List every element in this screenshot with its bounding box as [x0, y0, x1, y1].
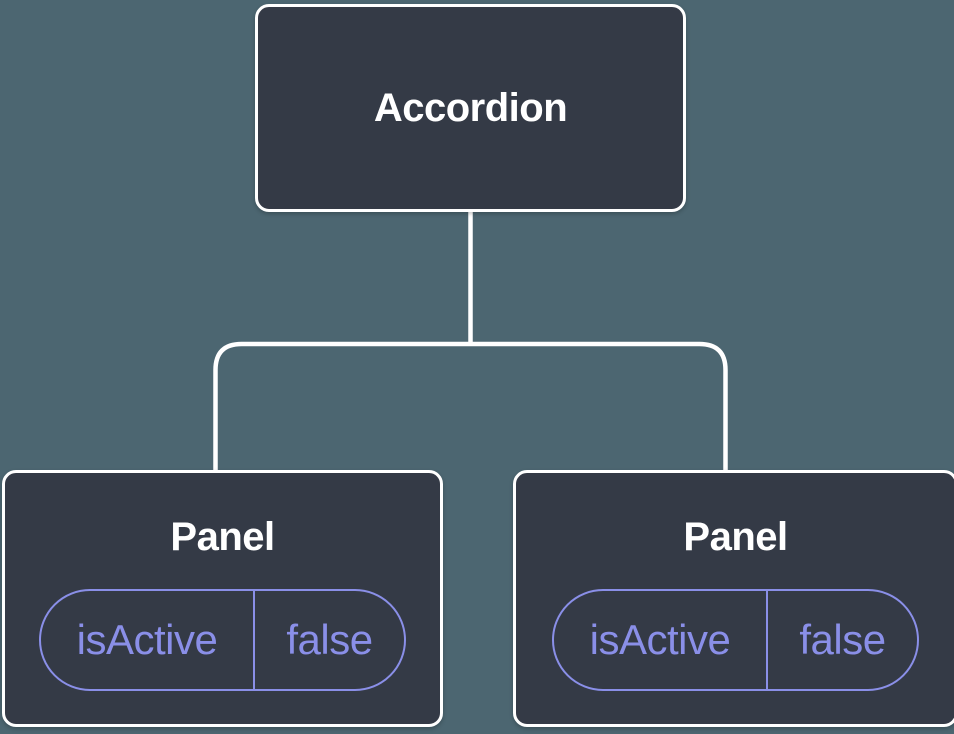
node-panel-right: Panel isActive false: [513, 470, 954, 727]
node-panel-right-label: Panel: [683, 515, 788, 559]
state-pill-right: isActive false: [552, 589, 919, 691]
state-value-left: false: [286, 616, 373, 663]
node-accordion: Accordion: [255, 4, 686, 212]
node-accordion-label: Accordion: [373, 85, 568, 130]
state-key-left: isActive: [41, 591, 255, 689]
node-panel-left: Panel isActive false: [2, 470, 443, 727]
state-value-right: false: [799, 616, 886, 663]
connector-branch-to-panels: [213, 341, 728, 472]
state-key-right: isActive: [554, 591, 768, 689]
state-pill-left: isActive false: [39, 589, 406, 691]
node-panel-left-label: Panel: [170, 515, 275, 559]
